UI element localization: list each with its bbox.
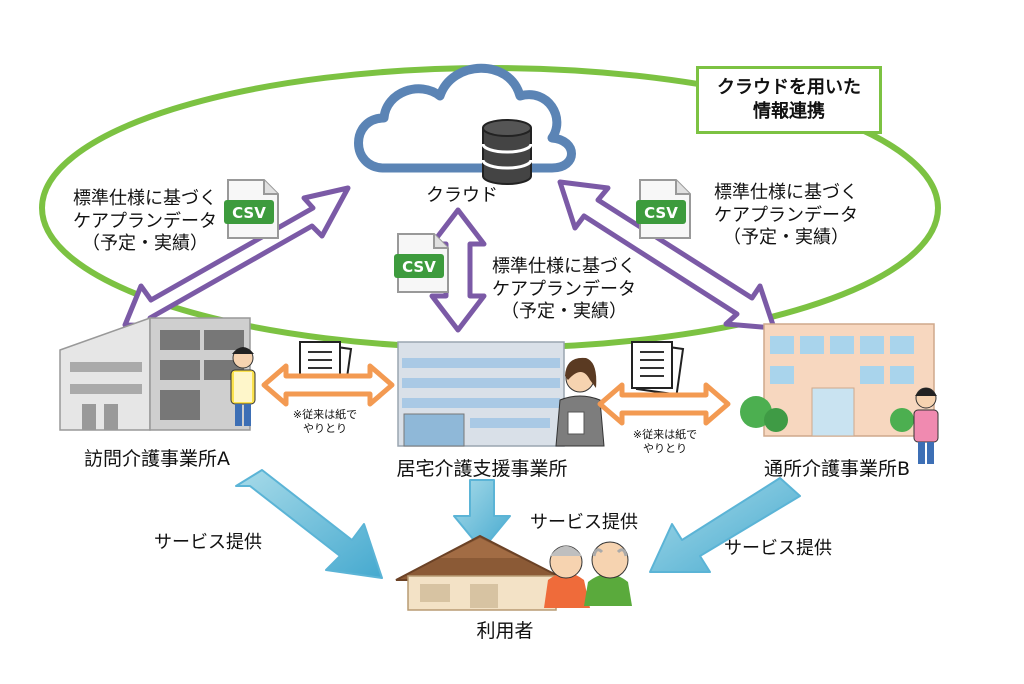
cloud-label: クラウド <box>426 185 498 206</box>
house-icon <box>395 534 567 611</box>
care-staff-icon <box>913 387 939 464</box>
paper-exchange-note-left: ※従来は紙で やりとり <box>292 408 358 436</box>
csv-label: CSV <box>232 204 266 222</box>
data-flow-label-right: 標準仕様に基づく ケアプランデータ （予定・実績） <box>714 182 858 248</box>
cloud-collaboration-legend: クラウドを用いた 情報連携 <box>696 66 882 134</box>
elderly-users-icon <box>544 541 632 608</box>
user-label: 利用者 <box>476 620 534 642</box>
data-flow-arrow-left <box>122 185 351 329</box>
office-label-day-care: 通所介護事業所B <box>763 458 911 480</box>
service-label-center: サービス提供 <box>530 512 638 533</box>
care-manager-icon <box>555 357 605 447</box>
data-flow-label-center: 標準仕様に基づく ケアプランデータ （予定・実績） <box>492 256 636 322</box>
paper-exchange-note-right: ※従来は紙で やりとり <box>632 428 698 456</box>
service-label-right: サービス提供 <box>724 538 832 559</box>
office-label-home-care-support: 居宅介護支援事業所 <box>396 458 568 480</box>
csv-label: CSV <box>644 204 678 222</box>
data-flow-label-left: 標準仕様に基づく ケアプランデータ （予定・実績） <box>73 188 217 254</box>
office-building-icon <box>59 316 251 431</box>
service-arrow-center <box>453 479 511 551</box>
csv-file-icon: CSV <box>224 179 279 239</box>
paper-exchange-arrow-right <box>597 382 731 426</box>
paper-documents-icon <box>631 341 685 396</box>
office-building-icon <box>397 341 565 447</box>
paper-exchange-arrow-left <box>261 363 395 407</box>
csv-file-icon: CSV <box>394 233 449 293</box>
csv-label: CSV <box>402 258 436 276</box>
database-icon <box>481 119 533 185</box>
office-label-visit-care: 訪問介護事業所A <box>84 448 230 470</box>
office-building-icon <box>740 323 935 437</box>
care-staff-icon <box>230 347 256 426</box>
csv-file-icon: CSV <box>636 179 691 239</box>
service-arrow-right <box>649 477 801 573</box>
cloud-icon <box>354 63 576 173</box>
service-arrow-left <box>235 469 383 579</box>
service-label-left: サービス提供 <box>154 532 262 553</box>
